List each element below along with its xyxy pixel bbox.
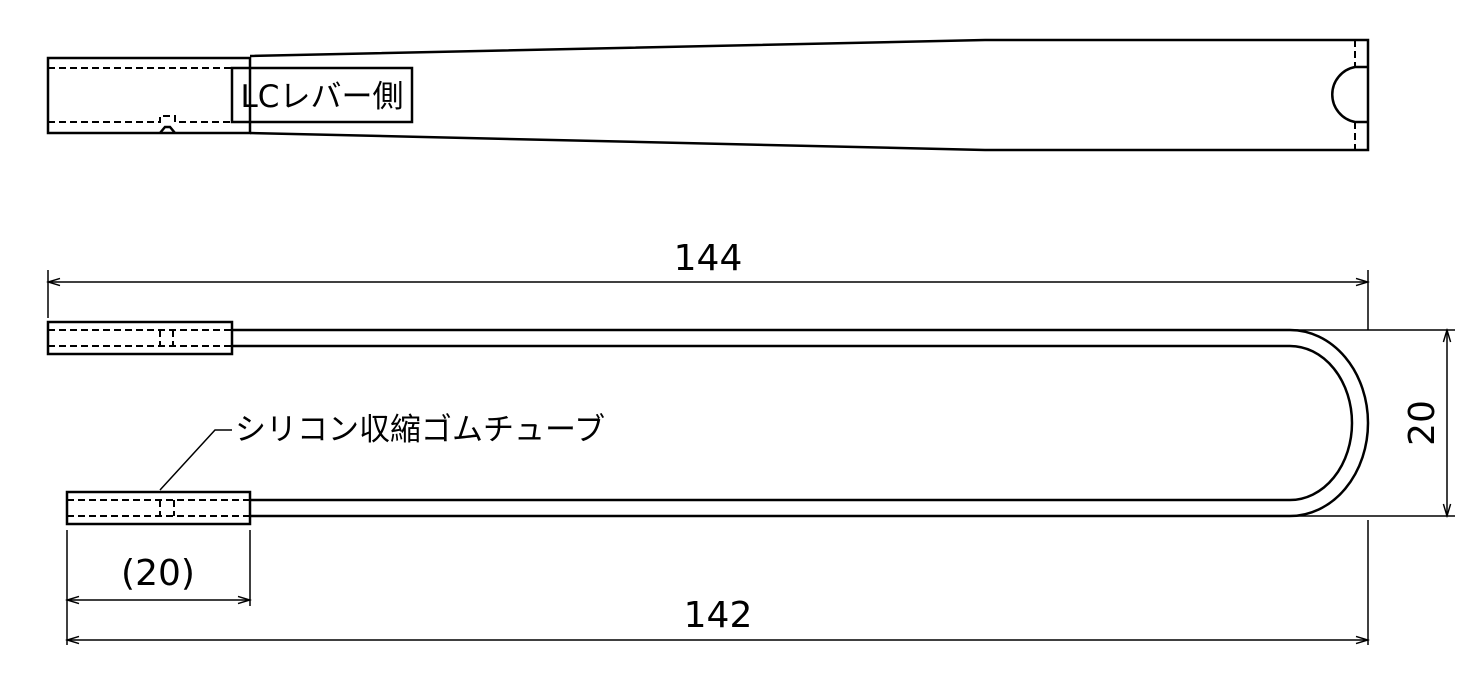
- wire-outer: [232, 328, 1370, 518]
- dimension-144: 144: [48, 238, 1368, 330]
- sleeve-notch: [159, 125, 176, 134]
- top-view: LCレバー側: [46, 38, 1370, 152]
- dimension-144-label: 144: [674, 238, 743, 279]
- lc-lever-side-label: LCレバー側: [241, 79, 404, 115]
- dimension-tube-20: (20): [67, 530, 250, 645]
- lc-lever-side-box: [230, 66, 414, 124]
- dimension-20: 20: [1295, 330, 1455, 516]
- wire-inner: [232, 344, 1354, 502]
- u-wire-view: [46, 320, 1370, 526]
- tube-top: [46, 320, 234, 356]
- lever-body-outline: [249, 38, 1370, 152]
- hidden-line: [48, 115, 232, 123]
- dimension-142-label: 142: [684, 595, 753, 636]
- tube-callout: シリコン収縮ゴムチューブ: [159, 412, 605, 491]
- dimension-20-label: 20: [1402, 400, 1443, 446]
- sleeve-outline: [46, 56, 252, 135]
- lever-notch: [1331, 65, 1368, 124]
- dimension-tube-label: (20): [121, 553, 195, 594]
- tube-label: シリコン収縮ゴムチューブ: [235, 412, 605, 448]
- tube-bottom: [65, 490, 252, 526]
- dimension-142: 142: [67, 520, 1368, 645]
